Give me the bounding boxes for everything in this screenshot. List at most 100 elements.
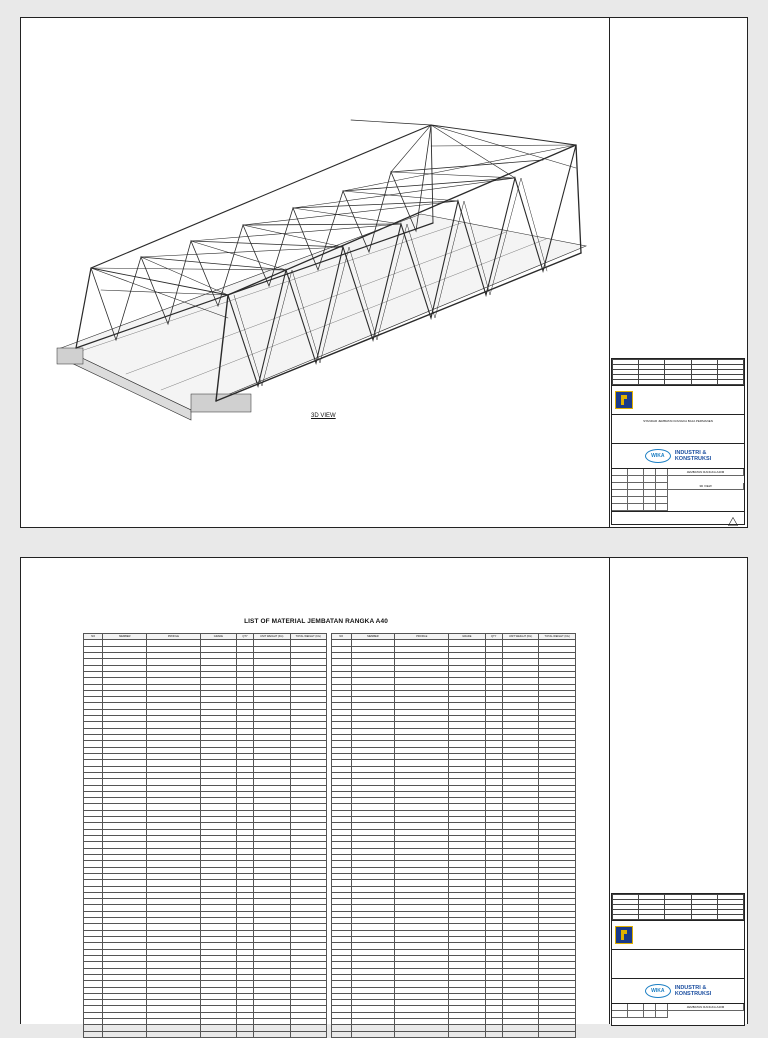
table-cell [253, 872, 291, 881]
table-cell [253, 961, 291, 969]
brand-name: INDUSTRI & KONSTRUKSI [675, 450, 711, 462]
table-cell [350, 973, 396, 982]
table-cell [394, 942, 450, 950]
table-cell [199, 689, 238, 698]
column-header: TOTAL WEIGHT (KG) [289, 632, 327, 641]
table-cell [253, 771, 291, 780]
table-cell [484, 702, 503, 710]
table-cell [394, 746, 450, 754]
table-cell [253, 973, 291, 982]
table-cell [199, 651, 238, 660]
table-row [331, 765, 576, 773]
project-block: STANDAR JEMBATAN RANGKA BAJA PERMANEN [612, 414, 744, 443]
table-cell [484, 689, 503, 698]
table-cell [394, 847, 450, 855]
table-cell [199, 645, 238, 653]
table-cell [394, 935, 450, 944]
table-cell [289, 639, 327, 647]
table-cell [484, 942, 503, 950]
table-cell [538, 891, 576, 900]
table-cell [199, 702, 238, 710]
table-row [331, 942, 576, 950]
table-row [82, 929, 327, 938]
table-cell [253, 948, 291, 956]
table-cell [484, 664, 503, 672]
table-cell [289, 765, 327, 773]
table-cell [538, 715, 576, 723]
table-cell [289, 715, 327, 723]
table-cell [82, 1011, 104, 1020]
table-cell [199, 727, 238, 736]
table-cell [289, 1011, 327, 1020]
table-cell [538, 822, 576, 830]
table-cell [350, 759, 396, 767]
table-cell [82, 658, 104, 666]
table-cell [538, 797, 576, 805]
table-cell [289, 923, 327, 931]
table-cell [484, 999, 503, 1007]
table-cell [199, 847, 238, 855]
table-cell [350, 752, 396, 761]
table-cell [289, 885, 327, 893]
table-cell [82, 740, 104, 748]
table-cell [253, 727, 291, 736]
column-header: MEMBER [350, 632, 396, 641]
table-cell [289, 784, 327, 792]
table-cell [82, 973, 104, 982]
table-cell [394, 891, 450, 900]
table-cell [350, 797, 396, 805]
sheet-title: 3D VIEW [668, 483, 744, 490]
table-cell [538, 790, 576, 799]
table-cell [484, 803, 503, 811]
table-row [82, 689, 327, 698]
table-cell [501, 1030, 540, 1038]
table-cell [289, 759, 327, 767]
table-cell [394, 809, 450, 818]
table-row [82, 942, 327, 950]
table-cell [253, 910, 291, 919]
table-cell [484, 715, 503, 723]
table-row [331, 759, 576, 767]
table-cell [199, 866, 238, 874]
table-row [82, 733, 327, 742]
table-cell [538, 898, 576, 906]
table-cell [199, 853, 238, 862]
table-cell [199, 879, 238, 887]
approval-grid: JEMBATAN RANGKA A40M [612, 1003, 744, 1018]
table-row [331, 1005, 576, 1013]
table-cell [350, 929, 396, 938]
table-row [82, 677, 327, 685]
table-cell [484, 948, 503, 956]
table-cell [199, 872, 238, 881]
ministry-logo-icon [615, 391, 633, 409]
table-cell [484, 879, 503, 887]
column-header: PROFILE [394, 632, 450, 641]
table-row [82, 841, 327, 849]
table-cell [484, 658, 503, 666]
table-cell [350, 683, 396, 691]
table-cell [484, 677, 503, 685]
wika-logo-icon: WIKA [644, 449, 671, 463]
table-cell [289, 967, 327, 975]
drawing-title: JEMBATAN RANGKA A40M [668, 1004, 744, 1011]
table-cell [82, 645, 104, 653]
table-cell [199, 980, 238, 988]
table-cell [253, 866, 291, 874]
table-cell [289, 746, 327, 754]
table-cell [394, 1030, 450, 1038]
title-block: WIKA INDUSTRI & KONSTRUKSI JEMBATAN RANG… [611, 893, 745, 1026]
table-cell [394, 784, 450, 792]
table-cell [350, 841, 396, 849]
table-cell [350, 898, 396, 906]
table-cell [538, 765, 576, 773]
table-cell [538, 935, 576, 944]
table-cell [289, 689, 327, 698]
table-cell [484, 910, 503, 919]
table-cell [394, 898, 450, 906]
bom-body-left [82, 639, 327, 1038]
table-cell [394, 702, 450, 710]
table-row [82, 645, 327, 653]
table-row [331, 651, 576, 660]
table-cell [394, 999, 450, 1007]
owner-block [612, 385, 744, 414]
